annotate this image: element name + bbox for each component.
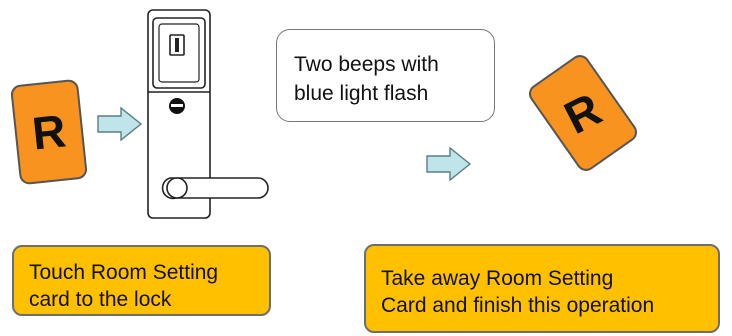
- arrow-right-icon: [426, 146, 472, 182]
- arrow-right-icon: [97, 106, 143, 142]
- step1-line-1: Touch Room Setting: [29, 261, 219, 284]
- bubble-line-1: Two beeps with: [294, 53, 439, 76]
- beep-feedback-bubble: Two beeps with blue light flash: [276, 29, 495, 122]
- bubble-line-2: blue light flash: [294, 82, 429, 105]
- step-note-touch-card: Touch Room Setting card to the lock: [12, 245, 271, 316]
- room-setting-card-right: R: [525, 51, 641, 175]
- step-note-take-away-card: Take away Room Setting Card and finish t…: [364, 244, 720, 333]
- card-letter-left: R: [29, 104, 69, 160]
- door-lock-icon: [147, 9, 269, 219]
- room-setting-card-left: R: [9, 78, 89, 186]
- step2-line-1: Take away Room Setting: [381, 267, 614, 290]
- step2-line-2: Card and finish this operation: [381, 294, 655, 317]
- card-letter-right: R: [556, 82, 610, 144]
- step1-line-2: card to the lock: [29, 288, 172, 311]
